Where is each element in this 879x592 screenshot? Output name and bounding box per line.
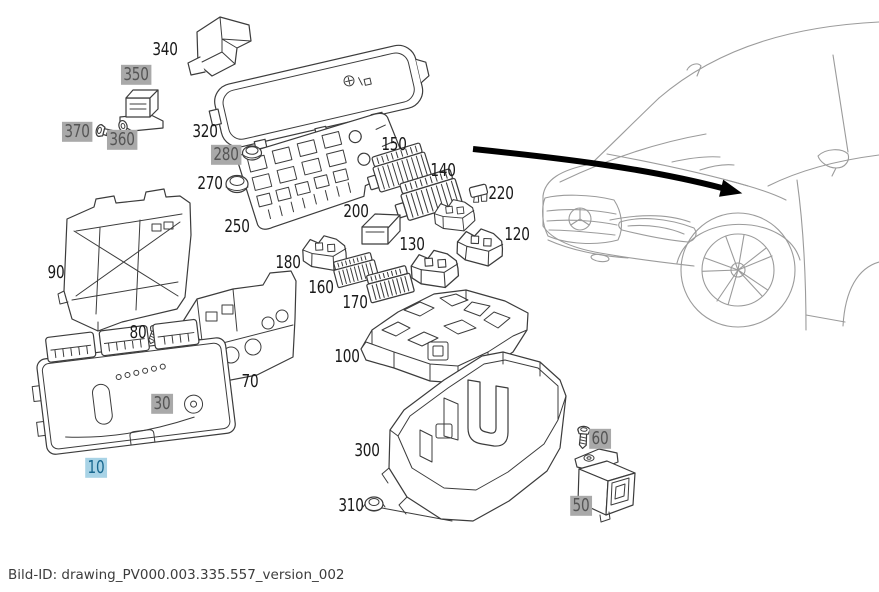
part-label-170[interactable]: 170 (342, 292, 368, 313)
part-200-illustration[interactable] (361, 213, 401, 245)
part-label-180[interactable]: 180 (275, 252, 301, 273)
part-label-150[interactable]: 150 (381, 134, 407, 155)
part-label-220[interactable]: 220 (488, 183, 514, 204)
part-label-60[interactable]: 60 (589, 428, 611, 450)
part-label-160[interactable]: 160 (308, 277, 334, 298)
part-10-illustration[interactable] (26, 316, 236, 456)
part-label-310[interactable]: 310 (338, 495, 364, 516)
part-label-90[interactable]: 90 (47, 262, 65, 283)
part-310-illustration[interactable] (362, 496, 453, 522)
part-60-illustration[interactable] (575, 425, 591, 450)
part-label-350[interactable]: 350 (120, 64, 152, 86)
part-label-360[interactable]: 360 (106, 129, 138, 151)
part-label-280[interactable]: 280 (210, 144, 242, 166)
part-220-illustration[interactable] (468, 183, 490, 205)
part-340-illustration[interactable] (187, 16, 252, 77)
location-arrow (472, 146, 743, 197)
part-label-130[interactable]: 130 (399, 234, 425, 255)
part-label-200[interactable]: 200 (343, 201, 369, 222)
part-50-illustration[interactable] (574, 448, 636, 523)
part-270-illustration[interactable] (225, 174, 249, 194)
part-label-80[interactable]: 80 (129, 322, 147, 343)
part-label-300[interactable]: 300 (354, 440, 380, 461)
part-label-140[interactable]: 140 (430, 160, 456, 181)
vehicle-illustration (542, 21, 879, 331)
part-label-250[interactable]: 250 (224, 216, 250, 237)
part-300-illustration[interactable] (381, 351, 567, 522)
part-label-70[interactable]: 70 (241, 371, 259, 392)
bild-id-text: Bild-ID: drawing_PV000.003.335.557_versi… (8, 567, 345, 583)
part-label-50[interactable]: 50 (570, 495, 592, 517)
part-90-illustration[interactable] (57, 188, 192, 332)
part-label-100[interactable]: 100 (334, 346, 360, 367)
part-label-340[interactable]: 340 (152, 39, 178, 60)
part-280-illustration[interactable] (241, 145, 263, 161)
part-label-320[interactable]: 320 (192, 121, 218, 142)
part-label-120[interactable]: 120 (504, 224, 530, 245)
part-label-370[interactable]: 370 (61, 121, 93, 143)
part-label-10[interactable]: 10 (85, 457, 107, 479)
part-label-30[interactable]: 30 (151, 393, 173, 415)
part-label-270[interactable]: 270 (197, 173, 223, 194)
